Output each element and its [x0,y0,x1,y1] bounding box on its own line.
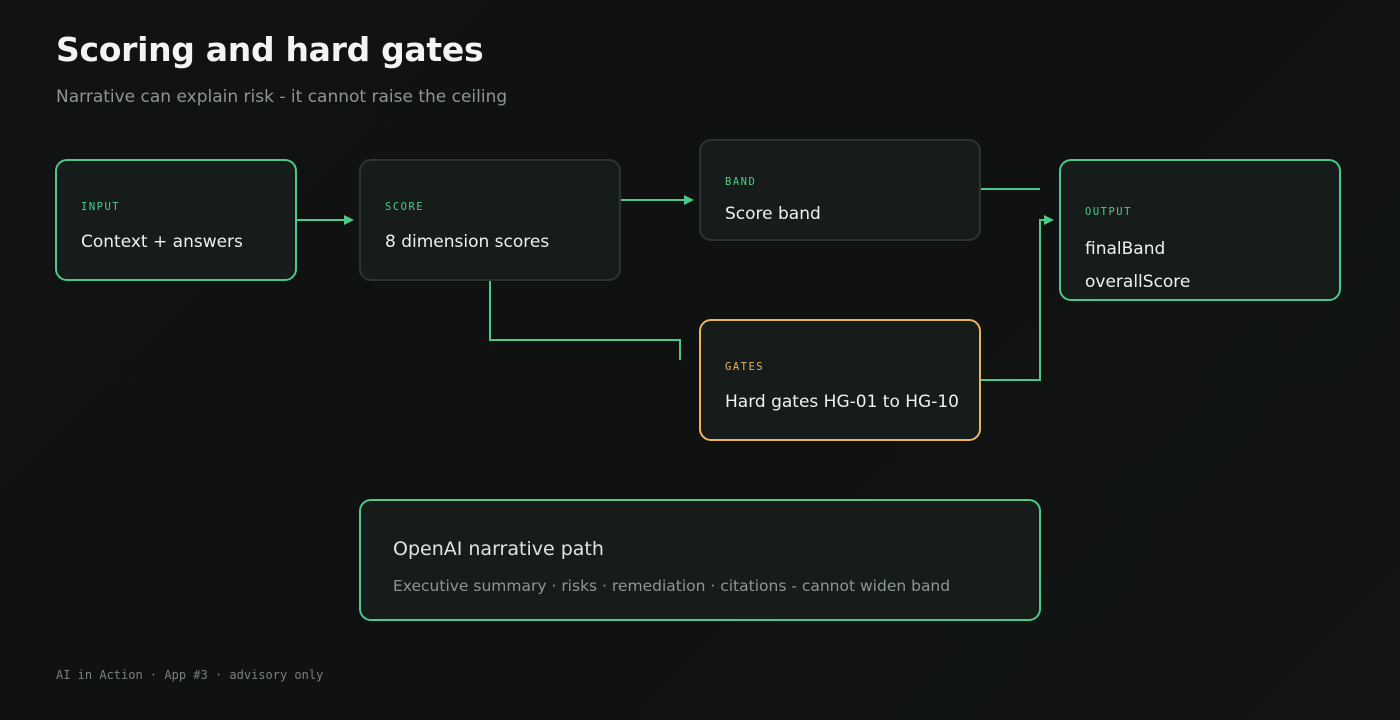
output-node: OUTPUT finalBand overallScore [1059,159,1341,301]
output-final-band: finalBand [1085,239,1166,259]
band-node-label: Score band [725,204,821,224]
output-overall-score: overallScore [1085,272,1191,292]
gates-node-tag: GATES [725,361,765,373]
page-subtitle: Narrative can explain risk - it cannot r… [56,87,508,107]
gates-node-label: Hard gates HG-01 to HG-10 [725,392,959,412]
input-node-tag: INPUT [81,201,121,213]
band-node-tag: BAND [725,176,757,188]
score-node: SCORE 8 dimension scores [359,159,621,281]
narrative-path-panel: OpenAI narrative path Executive summary … [359,499,1041,621]
score-node-tag: SCORE [385,201,425,213]
band-node: BAND Score band [699,139,981,241]
score-node-label: 8 dimension scores [385,232,550,252]
input-node-label: Context + answers [81,232,243,252]
narrative-title: OpenAI narrative path [393,538,604,560]
connector-score-to-gates [489,281,681,360]
footer-note: AI in Action · App #3 · advisory only [56,668,324,682]
output-node-tag: OUTPUT [1085,206,1132,218]
connector-gates-to-output [981,215,1054,381]
input-node: INPUT Context + answers [55,159,297,281]
page-title: Scoring and hard gates [56,30,484,69]
gates-node: GATES Hard gates HG-01 to HG-10 [699,319,981,441]
narrative-description: Executive summary · risks · remediation … [393,577,951,595]
